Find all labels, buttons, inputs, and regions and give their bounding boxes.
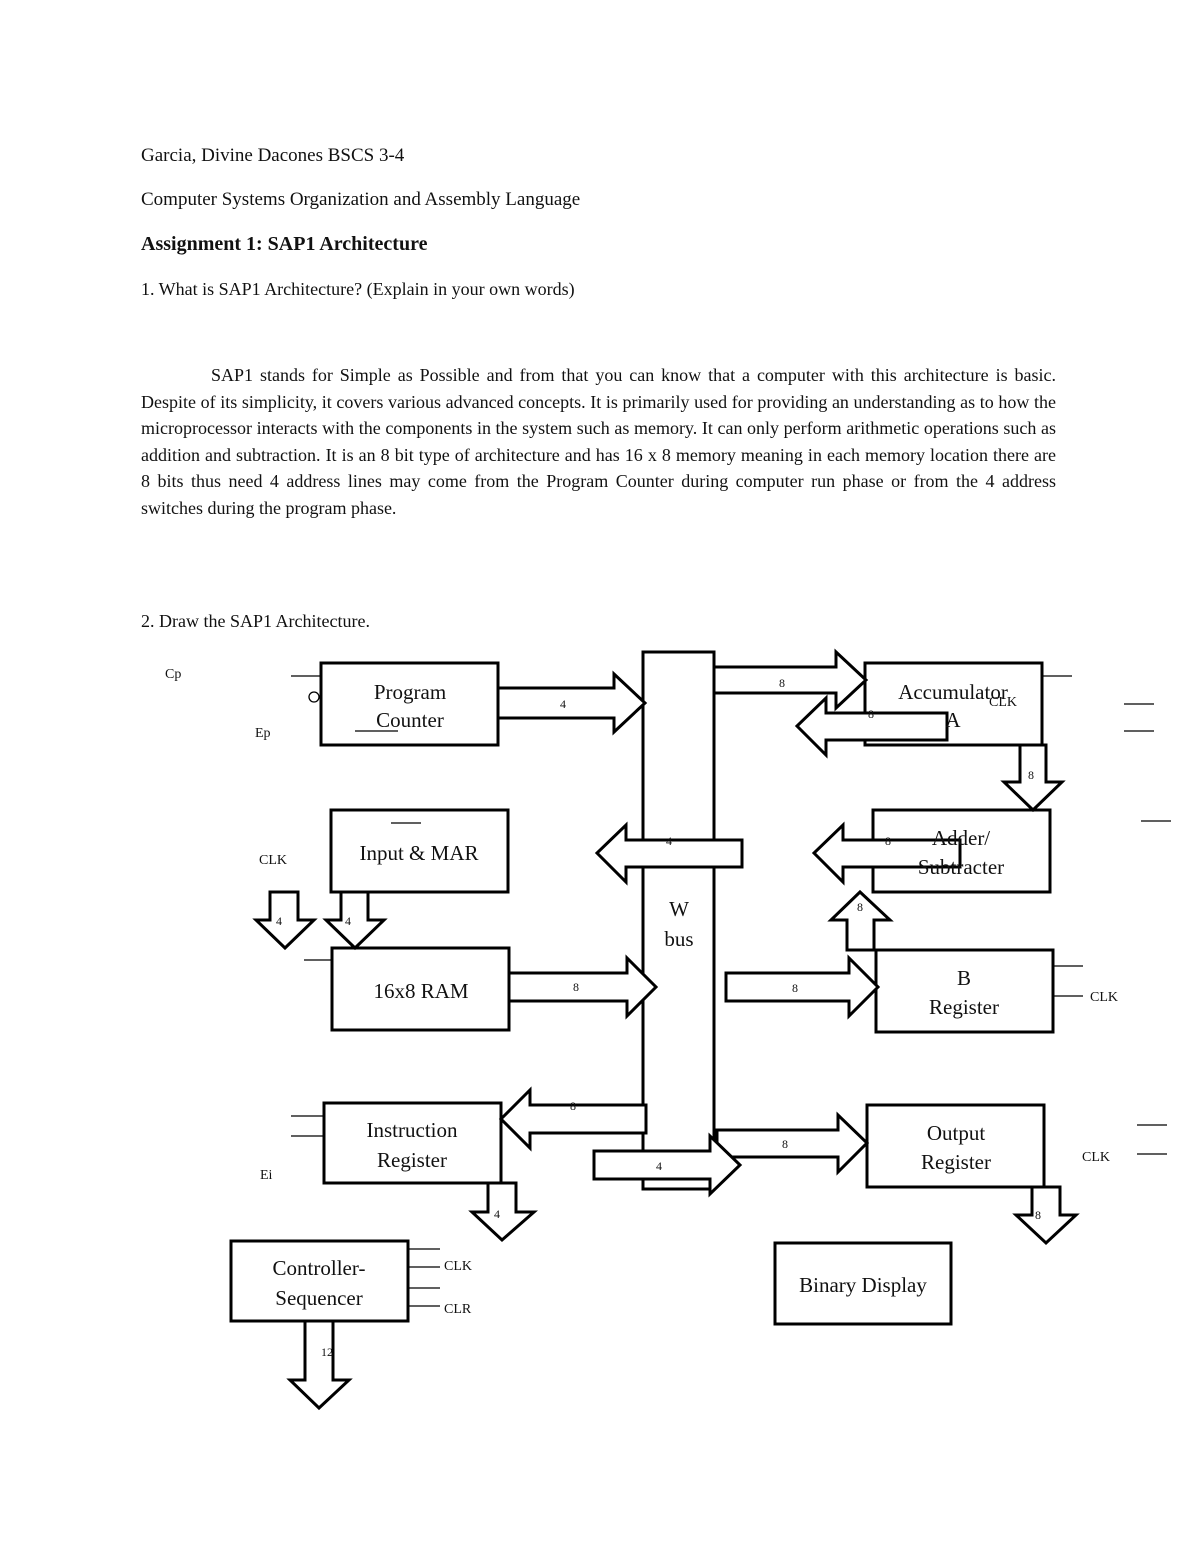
ep-signal: Ep — [255, 726, 271, 741]
display-label: Binary Display — [799, 1273, 927, 1297]
clk-signal-acc: CLK — [989, 695, 1017, 710]
pc-label-1: Program — [374, 680, 446, 704]
width-bus-b: 8 — [792, 981, 798, 995]
question-2: 2. Draw the SAP1 Architecture. — [141, 611, 370, 631]
b-label-1: B — [957, 966, 971, 990]
width-ir-bus: 4 — [656, 1159, 662, 1173]
pc-label-2: Counter — [376, 708, 444, 732]
cp-signal: Cp — [165, 667, 181, 682]
clk-signal-b: CLK — [1090, 990, 1118, 1005]
width-pc-bus: 4 — [560, 697, 566, 711]
bus-to-mar-arrow — [594, 821, 744, 886]
width-acc-add: 8 — [1028, 768, 1034, 782]
program-counter-box — [319, 661, 500, 747]
out-label-2: Register — [921, 1150, 991, 1174]
ir-label-2: Register — [377, 1148, 447, 1172]
assignment-title: Assignment 1: SAP1 Architecture — [141, 233, 428, 255]
b-label-2: Register — [929, 995, 999, 1019]
binary-display-box — [773, 1241, 953, 1326]
input-mar-box — [329, 808, 510, 894]
width-bus-mar: 4 — [666, 834, 672, 848]
width-ram-bus: 8 — [573, 980, 579, 994]
mar-to-ram-arrow — [322, 890, 388, 951]
acc-label-1: Accumulator — [898, 680, 1008, 704]
clk-signal-out: CLK — [1082, 1150, 1110, 1165]
addsub-label-2: Subtracter — [918, 855, 1004, 879]
width-bus-out: 8 — [782, 1137, 788, 1151]
course-title: Computer Systems Organization and Assemb… — [141, 189, 581, 210]
addsub-label-1: Adder/ — [932, 826, 990, 850]
width-bus-acc: 8 — [779, 676, 785, 690]
ir-label-1: Instruction — [367, 1118, 458, 1142]
b-register-box — [874, 948, 1055, 1034]
out-label-1: Output — [927, 1121, 986, 1145]
output-register-box — [865, 1103, 1046, 1189]
width-ir-ctrl: 4 — [494, 1207, 500, 1221]
answer-1-text: SAP1 stands for Simple as Possible and f… — [141, 365, 1056, 518]
bus-to-out-arrow — [715, 1111, 870, 1176]
wbus-label-2: bus — [664, 927, 693, 951]
ram-label: 16x8 RAM — [373, 979, 468, 1003]
out-to-display-arrow — [1012, 1185, 1080, 1246]
acc-to-adder-arrow — [1000, 743, 1066, 813]
w-bus-box — [641, 650, 716, 1191]
width-mar-left: 4 — [276, 914, 282, 928]
b-to-adder-arrow — [827, 889, 894, 952]
ei-signal: Ei — [260, 1168, 273, 1183]
acc-to-bus-arrow — [794, 694, 949, 759]
ctrl-label-2: Sequencer — [275, 1286, 362, 1310]
clk-signal-ctrl: CLK — [444, 1259, 472, 1274]
ram-to-bus-arrow — [507, 954, 659, 1020]
bus-to-acc-arrow — [712, 648, 869, 712]
question-1: 1. What is SAP1 Architecture? (Explain i… — [141, 279, 575, 299]
width-ctrl-out: 12 — [321, 1345, 333, 1359]
width-b-add: 8 — [857, 900, 863, 914]
ir-to-ctrl-arrow — [468, 1181, 538, 1243]
width-out-disp: 8 — [1035, 1208, 1041, 1222]
ctrl-out-arrow — [286, 1319, 353, 1411]
acc-label-2: A — [945, 708, 961, 732]
mar-label: Input & MAR — [359, 841, 478, 865]
ctrl-label-1: Controller- — [273, 1256, 366, 1280]
wbus-label-1: W — [669, 897, 689, 921]
cp-inverter-bubble — [308, 691, 320, 703]
clr-signal-ctrl: CLR — [444, 1302, 472, 1317]
mar-left-down-arrow — [252, 890, 318, 951]
student-name-line: Garcia, Divine Dacones BSCS 3-4 — [141, 145, 405, 166]
adder-to-bus-arrow — [811, 821, 962, 886]
width-mar-ram: 4 — [345, 914, 351, 928]
bus-to-b-arrow — [724, 954, 881, 1020]
width-acc-bus: 8 — [868, 707, 874, 721]
accumulator-box — [863, 661, 1044, 747]
clk-signal-mar: CLK — [259, 853, 287, 868]
width-add-bus: 8 — [885, 834, 891, 848]
ir-to-bus-arrow — [592, 1132, 743, 1198]
bus-to-ir-arrow — [498, 1086, 648, 1152]
pc-to-bus-arrow — [496, 670, 648, 736]
answer-1: SAP1 stands for Simple as Possible and f… — [141, 362, 1056, 522]
width-bus-ir: 8 — [570, 1099, 576, 1113]
